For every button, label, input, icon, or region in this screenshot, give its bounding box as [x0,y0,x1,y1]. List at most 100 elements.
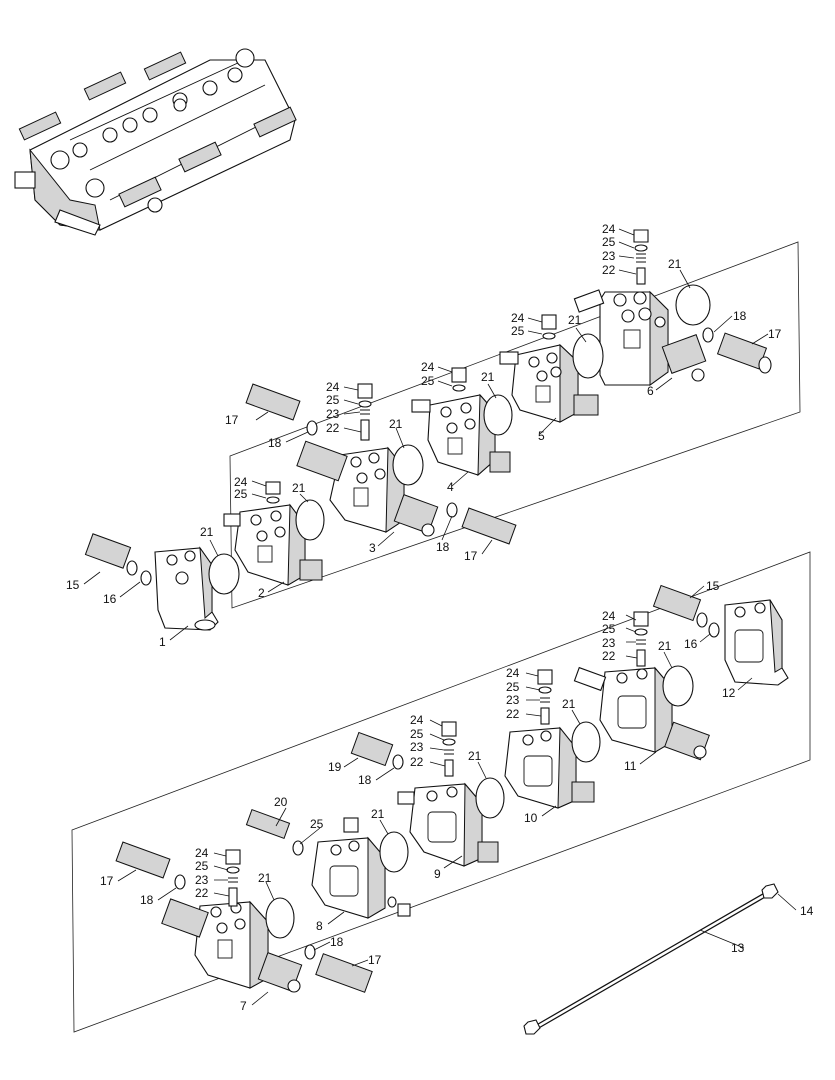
callout-17-s7b: 17 [368,953,382,967]
oring-21-5 [572,333,604,379]
callout-18-s9: 18 [358,773,372,787]
callout-5: 5 [538,429,545,443]
callout-17-s7a: 17 [100,874,114,888]
callout-labels: 24 25 23 22 21 24 25 21 18 17 6 24 25 21… [66,222,814,1013]
plug-stack-6 [633,229,649,285]
callout-3: 3 [369,541,376,555]
oring-21-8 [379,831,409,873]
end-section-1 [154,546,219,631]
callout-14: 14 [800,904,814,918]
plug-17-6 [716,332,772,374]
oring-21-10 [571,721,601,763]
plug-stack-3 [357,383,373,441]
lower-assembly-frame [71,551,811,1033]
callout-22-s9: 22 [410,755,424,769]
callout-23-s3: 23 [326,407,340,421]
oring-25-8 [292,840,304,856]
callout-21-s3: 21 [389,417,403,431]
callout-7: 7 [240,999,247,1013]
callout-2: 2 [258,586,265,600]
callout-20: 20 [274,795,288,809]
valve-section-2 [223,503,323,586]
oring-21-4 [483,394,513,436]
plug-stack-4 [451,367,467,392]
leader-lines [83,228,797,1006]
callout-10: 10 [524,811,538,825]
callout-21-s8: 21 [371,807,385,821]
callout-21-s7: 21 [258,871,272,885]
callout-25-s8: 25 [310,817,324,831]
callout-18-s3b: 18 [436,540,450,554]
callout-16-lower: 16 [684,637,698,651]
oring-16-upper [140,570,152,586]
adjuster-20 [245,809,291,839]
valve-section-8 [311,836,386,919]
callout-25-s2: 25 [234,487,248,501]
callout-8: 8 [316,919,323,933]
callout-25-s9: 25 [410,727,424,741]
callout-25-s4: 25 [421,374,435,388]
oring-18-6 [702,327,714,343]
oring-18-7a [174,874,186,890]
callout-23-s7: 23 [195,873,209,887]
oring-18-3b [446,502,458,518]
valve-section-5 [499,343,599,423]
valve-section-6 [573,289,707,386]
callout-6: 6 [647,384,654,398]
callout-23-s9: 23 [410,740,424,754]
callout-18-s3a: 18 [268,436,282,450]
plug-stack-5 [541,314,557,340]
callout-23-s6: 23 [602,249,616,263]
callout-15-lower: 15 [706,579,720,593]
valve-section-3 [296,440,439,537]
assembled-valve-overview [14,48,297,236]
callout-24-s6: 24 [602,222,616,236]
callout-24-s11: 24 [602,609,616,623]
callout-17-s3b: 17 [464,549,478,563]
oring-18-3a [306,420,318,436]
callout-21-s5: 21 [568,313,582,327]
oring-18-7b [304,944,316,960]
callout-24-s7: 24 [195,846,209,860]
callout-25-s10: 25 [506,680,520,694]
callout-24-s10: 24 [506,666,520,680]
callout-11: 11 [624,759,637,773]
oring-16-lower [708,622,720,638]
callout-24-s9: 24 [410,713,424,727]
callout-25-s7: 25 [195,859,209,873]
oring-21-1 [208,553,240,595]
callout-16-upper: 16 [103,592,117,606]
oring-21-3 [392,444,424,486]
oring-21-2 [295,499,325,541]
relief-15-lower [652,584,708,628]
callout-25-s5: 25 [511,324,525,338]
callout-12: 12 [722,686,736,700]
plug-17-3a [245,383,301,421]
tie-rod-13 [523,883,779,1035]
callout-22-s11: 22 [602,649,616,663]
plug-stack-2 [265,481,281,504]
oring-21-7 [265,897,295,939]
callout-24-s3: 24 [326,380,340,394]
callout-22-s7: 22 [195,886,209,900]
callout-13: 13 [731,941,745,955]
valve-section-10 [504,726,595,809]
callout-23-s10: 23 [506,693,520,707]
callout-21-s2: 21 [292,481,306,495]
plug-stack-9 [441,721,457,777]
callout-18-s6: 18 [733,309,747,323]
callout-21-s10: 21 [562,697,576,711]
callout-22-s6: 22 [602,263,616,277]
callout-25-s3: 25 [326,393,340,407]
plug-17-7b [315,953,373,993]
plug-19 [350,731,394,767]
callout-18-s7b: 18 [330,935,344,949]
plug-8-side [387,896,411,917]
oring-18-9 [392,754,404,770]
callout-15-upper: 15 [66,578,80,592]
callout-1: 1 [159,635,166,649]
callout-24-s5: 24 [511,311,525,325]
callout-9: 9 [434,867,441,881]
plug-stack-8 [343,817,359,833]
valve-section-7 [161,898,303,993]
